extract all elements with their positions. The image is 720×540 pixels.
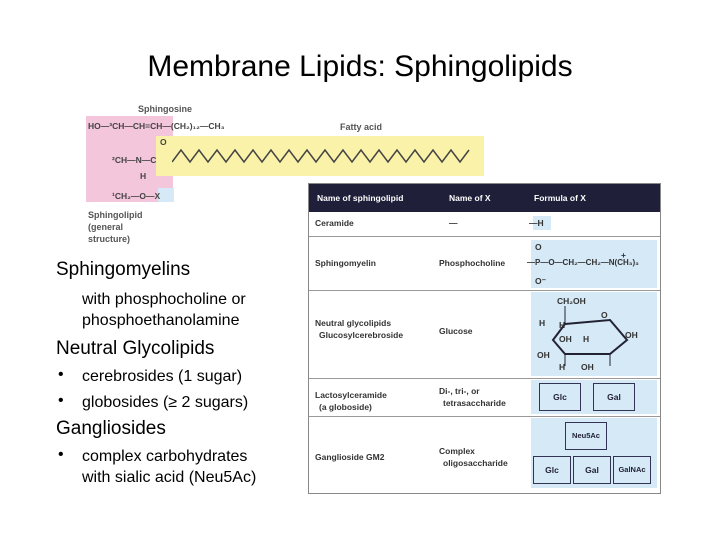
- sphingomyelins-heading: Sphingomyelins: [56, 259, 191, 280]
- divider: [309, 416, 660, 417]
- sphingolipid-table: Name of sphingolipid Name of X Formula o…: [308, 183, 661, 494]
- gangliosides-text-1: complex carbohydrates: [82, 448, 248, 465]
- bullet-1: •: [58, 366, 64, 383]
- neutral-glycolipids-heading: Neutral Glycolipids: [56, 338, 215, 359]
- structure-row-1: HO—³CH—CH=CH—(CH₂)₁₂—CH₃: [88, 121, 225, 131]
- cerebrosides-text: cerebrosides (1 sugar): [82, 368, 243, 385]
- glucose-ring-o: O: [601, 310, 608, 320]
- sphingomyelins-text-2: phosphoethanolamine: [82, 312, 240, 329]
- row-neutral-x: Glucose: [439, 326, 473, 336]
- phosphate-o-top: O: [535, 242, 542, 252]
- glucose-h1: H: [539, 318, 546, 328]
- row-ceramide-formula: —H: [529, 218, 544, 228]
- structure-caption-2: (general: [88, 222, 124, 232]
- fatty-acid-chain-zigzag: [172, 148, 470, 164]
- gangliosides-heading: Gangliosides: [56, 418, 166, 439]
- formula-h-cell: [533, 216, 551, 230]
- glucose-ch2oh: CH₂OH: [557, 296, 586, 306]
- phosphate-o-bottom: O⁻: [535, 276, 547, 286]
- glucose-oh3: OH: [625, 330, 638, 340]
- gal-sugar: Gal: [593, 383, 635, 411]
- header-formula: Formula of X: [534, 193, 586, 203]
- glc-sugar-gm2: Glc: [533, 456, 571, 484]
- row-gm2-x-2: oligosaccharide: [443, 458, 508, 468]
- glucose-ring: [551, 306, 629, 366]
- fatty-acid-label: Fatty acid: [340, 122, 383, 132]
- slide-title: Membrane Lipids: Sphingolipids: [147, 50, 573, 83]
- glucose-h4: H: [559, 362, 566, 372]
- table-header: Name of sphingolipid Name of X Formula o…: [309, 184, 660, 212]
- row-sphingomyelin-x: Phosphocholine: [439, 258, 506, 268]
- row-lacto-x: Di-, tri-, or: [439, 386, 480, 396]
- gangliosides-text-2: with sialic acid (Neu5Ac): [82, 469, 257, 486]
- structure-row-2: ²CH—N—C: [112, 155, 157, 165]
- row-ceramide-name: Ceramide: [315, 218, 354, 228]
- divider: [309, 378, 660, 379]
- neu5ac-sugar: Neu5Ac: [565, 422, 607, 450]
- structure-row-3: ¹CH₂—O—X: [112, 191, 161, 201]
- row-lacto-x-2: tetrasaccharide: [443, 398, 506, 408]
- divider: [309, 290, 660, 291]
- amide-h: H: [140, 171, 147, 181]
- bullet-3: •: [58, 446, 64, 463]
- header-name: Name of sphingolipid: [317, 193, 404, 203]
- gal-sugar-gm2: Gal: [573, 456, 611, 484]
- glucose-cell: [531, 292, 657, 376]
- row-sphingomyelin-name: Sphingomyelin: [315, 258, 376, 268]
- sphingolipid-structure-figure: Sphingosine HO—³CH—CH=CH—(CH₂)₁₂—CH₃ Fat…: [86, 100, 486, 250]
- bullet-2: •: [58, 392, 64, 409]
- row-gm2-name: Ganglioside GM2: [315, 452, 385, 462]
- glucose-oh2: OH: [559, 334, 572, 344]
- sphingosine-label: Sphingosine: [138, 104, 192, 114]
- glucose-h3: H: [583, 334, 590, 344]
- galnac-sugar: GalNAc: [613, 456, 651, 484]
- row-ceramide-x: —: [449, 218, 458, 228]
- sphingomyelins-text-1: with phosphocholine or: [82, 291, 246, 308]
- x-group-highlight: [158, 188, 174, 202]
- glucose-oh4: OH: [581, 362, 594, 372]
- structure-caption-3: structure): [88, 234, 131, 244]
- row-neutral-name: Neutral glycolipids: [315, 318, 392, 328]
- glucose-oh1: OH: [537, 350, 550, 360]
- glc-sugar: Glc: [539, 383, 581, 411]
- glucose-h2: H: [559, 320, 566, 330]
- row-gm2-x: Complex: [439, 446, 475, 456]
- structure-caption-1: Sphingolipid: [88, 210, 143, 220]
- row-lacto-name-2: (a globoside): [319, 402, 372, 412]
- row-lacto-name: Lactosylceramide: [315, 390, 387, 400]
- divider: [309, 236, 660, 237]
- row-neutral-name-2: Glucosylcerebroside: [319, 330, 404, 340]
- formula-phosphocholine-cell: [531, 240, 657, 288]
- carbonyl-o: O: [160, 137, 167, 147]
- row-sphingomyelin-formula: —P—O—CH₂—CH₂—N(CH₃)₃: [527, 258, 639, 267]
- header-x: Name of X: [449, 193, 491, 203]
- quaternary-plus: +: [621, 250, 626, 260]
- globosides-text: globosides (≥ 2 sugars): [82, 394, 249, 411]
